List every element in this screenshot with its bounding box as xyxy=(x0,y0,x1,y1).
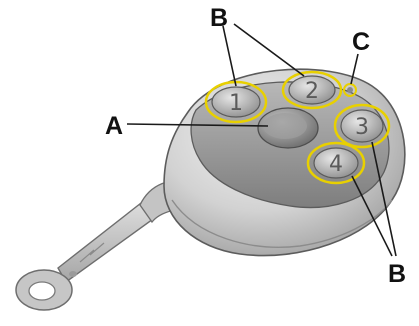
callout-b-bottom: B xyxy=(388,260,406,288)
callout-b-top: B xyxy=(210,4,228,32)
button-2-label: 2 xyxy=(305,79,319,104)
button-3[interactable]: 3 xyxy=(335,105,389,147)
button-3-label: 3 xyxy=(355,115,369,140)
button-1[interactable]: 1 xyxy=(206,82,266,122)
callout-a: A xyxy=(105,112,123,140)
center-button[interactable] xyxy=(258,108,318,148)
button-4-label: 4 xyxy=(329,152,343,177)
button-1-label: 1 xyxy=(229,91,243,116)
callout-c: C xyxy=(352,28,370,56)
button-4[interactable]: 4 xyxy=(308,143,364,183)
button-2[interactable]: 2 xyxy=(283,72,341,108)
